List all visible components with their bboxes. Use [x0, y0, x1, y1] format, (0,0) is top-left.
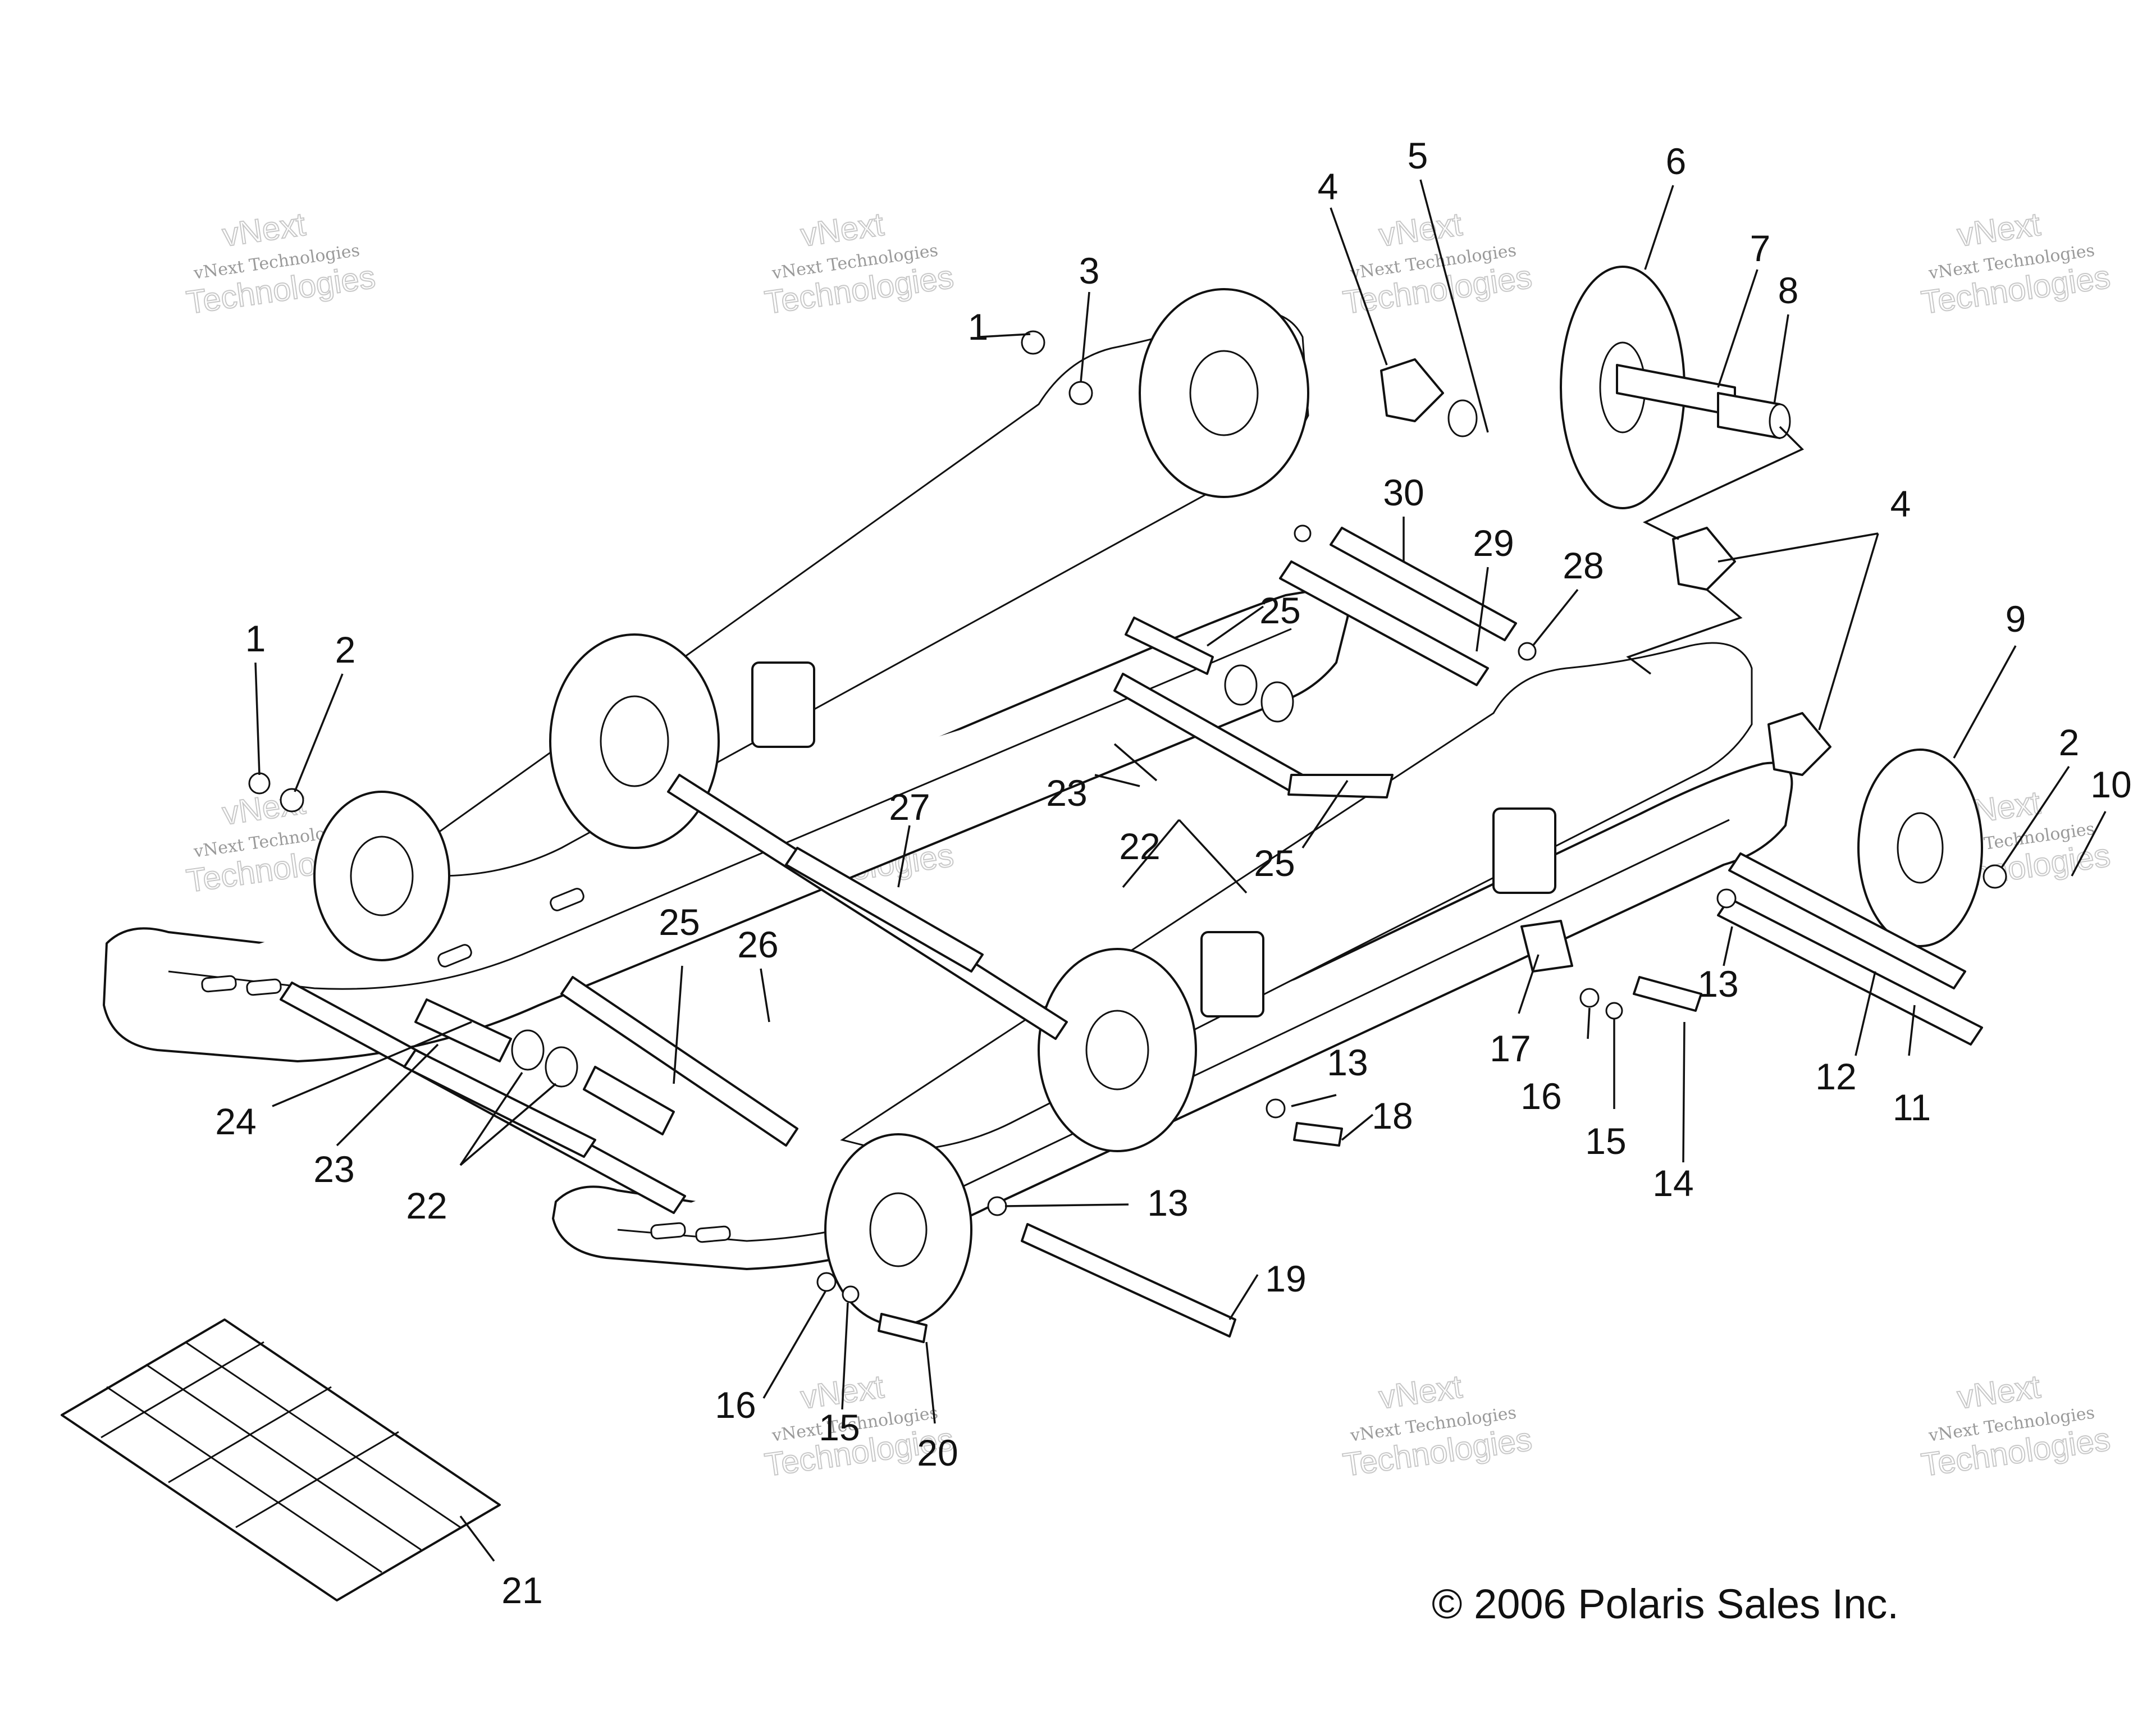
svg-text:vNext: vNext — [1955, 206, 2043, 254]
callout-label: 9 — [2006, 598, 2026, 640]
callout-label: 1 — [245, 618, 266, 659]
svg-text:vNext: vNext — [1377, 1368, 1464, 1416]
callout-label: 16 — [715, 1384, 756, 1426]
callout-label: 13 — [1147, 1182, 1188, 1224]
rear-axle-assembly — [1380, 266, 1983, 947]
callout-label: 22 — [1119, 825, 1160, 867]
callout-label: 4 — [1318, 166, 1339, 207]
callout-label: 15 — [819, 1407, 860, 1448]
callout-label: 20 — [917, 1432, 958, 1473]
callout-label: 28 — [1563, 545, 1604, 586]
callout-label: 1 — [968, 306, 989, 348]
watermark: vNext vNext Technologies Technologies — [762, 206, 956, 322]
watermark: vNext vNext Technologies Technologies — [184, 206, 378, 322]
callout-label: 27 — [889, 786, 930, 828]
callout-label: 13 — [1327, 1042, 1368, 1083]
callout-label: 29 — [1473, 522, 1514, 564]
watermark: vNext vNext Technologies Technologies — [1340, 1368, 1534, 1484]
callout-label: 2 — [335, 629, 356, 670]
callout-label: 25 — [1259, 590, 1300, 631]
callout-label: 30 — [1383, 472, 1424, 513]
callout-label: 4 — [1890, 483, 1911, 524]
callout-label: 23 — [1046, 772, 1087, 814]
callout-label: 23 — [313, 1148, 354, 1190]
callout-label: 14 — [1652, 1162, 1693, 1204]
svg-text:vNext: vNext — [1377, 206, 1464, 254]
watermark: vNext vNext Technologies Technologies — [1919, 206, 2113, 322]
callout-label: 16 — [1520, 1075, 1561, 1117]
svg-text:vNext: vNext — [220, 206, 308, 254]
callout-label: 12 — [1815, 1056, 1856, 1097]
cross-shafts — [280, 527, 1983, 1343]
callout-label: 2 — [2059, 722, 2080, 763]
callout-label: 10 — [2090, 764, 2131, 805]
callout-label: 26 — [737, 924, 778, 965]
callout-label: 5 — [1408, 135, 1428, 176]
leader-lines — [254, 179, 2107, 1562]
callout-label: 15 — [1585, 1120, 1626, 1162]
callout-label: 22 — [406, 1185, 447, 1226]
track — [61, 1318, 501, 1601]
svg-text:vNext: vNext — [798, 206, 886, 254]
callout-label: 18 — [1372, 1095, 1413, 1137]
callout-label: 24 — [215, 1101, 256, 1142]
hardware — [248, 330, 2007, 1303]
svg-text:vNext: vNext — [1955, 1368, 2043, 1416]
callout-label: 7 — [1750, 227, 1771, 269]
callout-label: 11 — [1893, 1087, 1931, 1128]
callout-label: 25 — [659, 901, 700, 943]
callout-label: 3 — [1079, 250, 1100, 291]
callout-label: 8 — [1778, 270, 1799, 311]
callout-label: 17 — [1490, 1028, 1531, 1069]
callout-label: 19 — [1265, 1258, 1306, 1299]
callout-label: 6 — [1666, 140, 1687, 182]
callouts: 1 3 4 5 6 7 8 4 30 29 28 25 9 1 2 2 10 2… — [215, 135, 2131, 1611]
watermark: vNext vNext Technologies Technologies — [1919, 1368, 2113, 1484]
copyright-notice: © 2006 Polaris Sales Inc. — [1432, 1581, 1899, 1627]
watermark: vNext vNext Technologies Technologies — [1340, 206, 1534, 322]
right-idler-wheels — [824, 948, 1197, 1326]
callout-label: 13 — [1697, 963, 1738, 1005]
callout-label: 21 — [501, 1569, 542, 1611]
callout-label: 25 — [1254, 842, 1295, 884]
